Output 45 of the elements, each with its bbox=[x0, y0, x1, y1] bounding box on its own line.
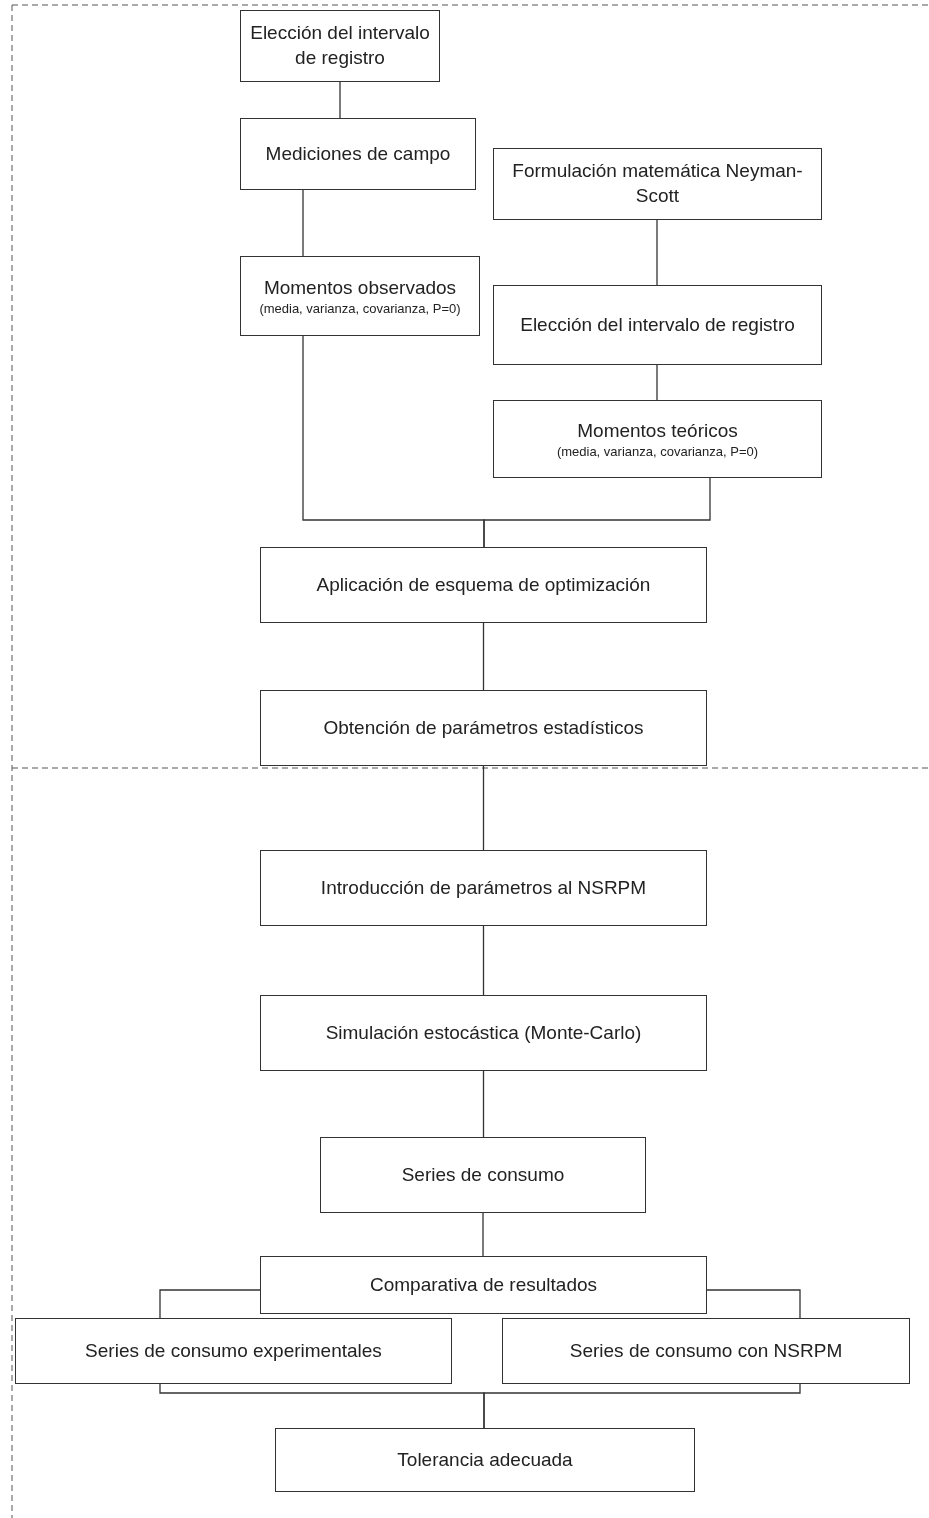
box-title: Series de consumo con NSRPM bbox=[569, 1338, 843, 1363]
process-box bbox=[320, 1137, 646, 1213]
process-box bbox=[493, 285, 822, 365]
box-title: Formulación matemática Neyman-Scott bbox=[511, 159, 804, 208]
connector-line bbox=[482, 925, 485, 996]
box-subtitle: (media, varianza, covarianza, P=0) bbox=[556, 443, 759, 460]
box-title: Simulación estocástica (Monte-Carlo) bbox=[325, 1020, 642, 1045]
process-box bbox=[493, 148, 822, 220]
process-box bbox=[275, 1428, 695, 1492]
connector-line bbox=[656, 219, 658, 286]
process-box bbox=[260, 1256, 707, 1314]
box-title: Tolerancia adecuada bbox=[397, 1447, 573, 1472]
process-box bbox=[260, 690, 707, 766]
box-title: Series de consumo bbox=[401, 1162, 565, 1187]
process-box bbox=[502, 1318, 910, 1384]
connector-line bbox=[656, 364, 658, 401]
connector-line bbox=[483, 477, 711, 548]
box-title: Momentos teóricos bbox=[577, 418, 738, 443]
connector-line bbox=[302, 189, 304, 257]
process-box bbox=[240, 10, 440, 82]
process-box bbox=[240, 118, 476, 190]
process-box bbox=[260, 547, 707, 623]
connector-line bbox=[706, 1289, 801, 1319]
connector-line bbox=[482, 1212, 484, 1257]
process-box bbox=[15, 1318, 452, 1384]
connector-line bbox=[482, 622, 485, 691]
box-subtitle: (media, varianza, covarianza, P=0) bbox=[259, 300, 461, 317]
box-title: Comparativa de resultados bbox=[369, 1272, 598, 1297]
box-title: Momentos observados bbox=[263, 275, 457, 300]
box-title: Elección del intervalo de registro bbox=[520, 312, 795, 337]
process-box bbox=[240, 256, 480, 336]
box-title: Introducción de parámetros al NSRPM bbox=[320, 875, 647, 900]
box-title: Obtención de parámetros estadísticos bbox=[323, 715, 644, 740]
process-box bbox=[260, 850, 707, 926]
connector-line bbox=[482, 1070, 485, 1138]
connector-line bbox=[159, 1289, 261, 1319]
box-title: Elección del intervalo de registro bbox=[249, 21, 431, 70]
connector-line bbox=[339, 81, 341, 119]
box-title: Mediciones de campo bbox=[265, 141, 451, 166]
process-box bbox=[260, 995, 707, 1071]
connector-line bbox=[483, 1383, 801, 1429]
connector-line bbox=[482, 765, 485, 851]
box-title: Aplicación de esquema de optimización bbox=[316, 572, 651, 597]
process-box bbox=[493, 400, 822, 478]
box-title: Series de consumo experimentales bbox=[85, 1338, 382, 1363]
